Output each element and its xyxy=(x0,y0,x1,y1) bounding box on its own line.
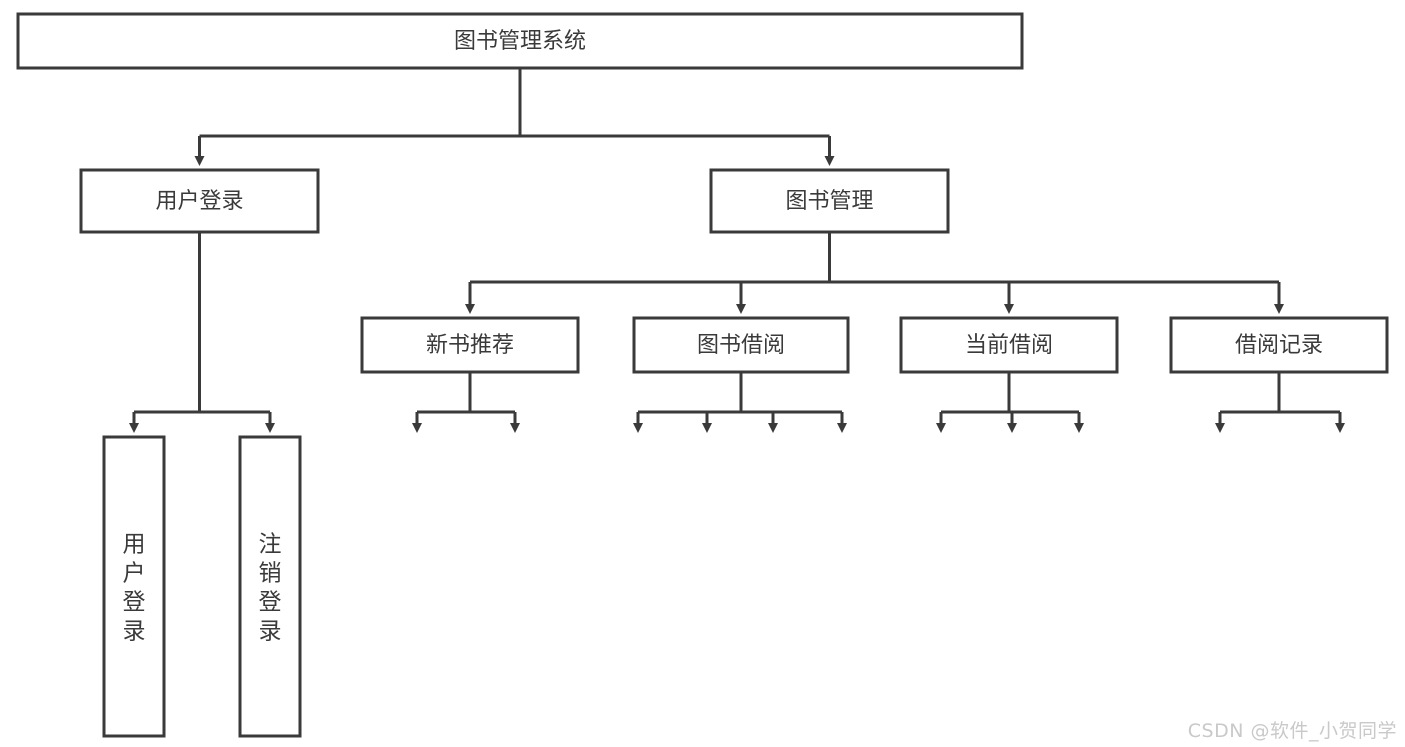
node-box xyxy=(709,168,950,234)
node-leaf-user-login[interactable]: 用户登录 xyxy=(102,435,166,738)
node-label: 注销登录 xyxy=(259,532,282,645)
connector-layer xyxy=(129,68,1345,433)
node-label: 图书管理系统 xyxy=(454,29,586,54)
node-label: 图书管理 xyxy=(785,189,873,214)
node-label: 新书推荐 xyxy=(426,333,514,358)
node-box xyxy=(16,12,1024,70)
node-label: 当前借阅 xyxy=(965,333,1053,358)
node-box xyxy=(632,316,850,374)
node-label: 图书借阅 xyxy=(697,333,785,358)
node-box xyxy=(1169,316,1389,374)
node-label: 用户登录 xyxy=(123,532,146,645)
node-box xyxy=(79,168,320,234)
node-book-borrow[interactable]: 图书借阅 xyxy=(632,316,850,374)
node-root[interactable]: 图书管理系统 xyxy=(16,12,1024,70)
node-box xyxy=(899,316,1119,374)
node-new-book-rec[interactable]: 新书推荐 xyxy=(360,316,580,374)
node-current-borrow[interactable]: 当前借阅 xyxy=(899,316,1119,374)
node-leaf-user-logout[interactable]: 注销登录 xyxy=(238,435,302,738)
node-layer: 图书管理系统用户登录用户登录注销登录图书管理新书推荐图书借阅当前借阅借阅记录 xyxy=(16,12,1389,738)
node-label: 借阅记录 xyxy=(1235,333,1323,358)
watermark-label: CSDN @软件_小贺同学 xyxy=(1187,720,1397,742)
node-box xyxy=(238,435,302,738)
node-box xyxy=(360,316,580,374)
node-box xyxy=(102,435,166,738)
node-book-manage[interactable]: 图书管理 xyxy=(709,168,950,234)
node-borrow-record[interactable]: 借阅记录 xyxy=(1169,316,1389,374)
node-label: 用户登录 xyxy=(155,189,243,214)
node-user-login[interactable]: 用户登录 xyxy=(79,168,320,234)
